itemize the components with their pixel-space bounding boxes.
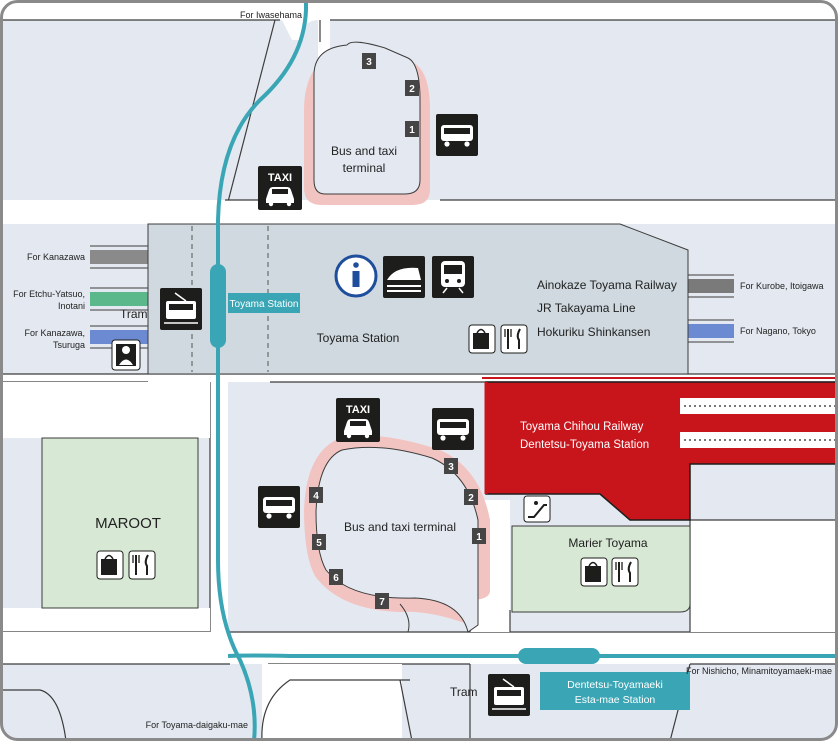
station-name: Toyama Station xyxy=(317,331,400,345)
maroot-building[interactable] xyxy=(41,437,199,609)
tram-stop-label: Toyama Station xyxy=(230,299,299,310)
south-terminal-island[interactable] xyxy=(315,446,479,633)
north-bus-icon[interactable] xyxy=(436,114,478,156)
marier-name: Marier Toyama xyxy=(568,536,647,550)
maroot-name: MAROOT xyxy=(95,515,161,532)
tram-line-branch xyxy=(227,653,838,658)
south-bus-icon[interactable] xyxy=(432,408,474,450)
north-bay-1 xyxy=(405,121,419,137)
south-bay-1-label: 1 xyxy=(476,532,482,543)
escalator-icon[interactable] xyxy=(523,495,551,523)
south-bay-6-label: 6 xyxy=(333,573,339,584)
marier-shop-icon[interactable] xyxy=(580,557,608,587)
south-taxi-text: TAXI xyxy=(346,404,370,416)
north-taxi-text: TAXI xyxy=(268,172,292,184)
tram-stop-label-box xyxy=(228,293,300,313)
south-bays: 1 2 3 4 5 6 7 xyxy=(309,458,486,609)
shinkansen-icon[interactable] xyxy=(383,256,425,298)
station-line-3: Hokuriku Shinkansen xyxy=(537,325,650,339)
north-bay-3 xyxy=(362,53,376,69)
station-line-1: Ainokaze Toyama Railway xyxy=(537,278,677,292)
station-building[interactable] xyxy=(147,223,689,375)
tram-line xyxy=(216,0,308,741)
dir-nagano: For Nagano, Tokyo xyxy=(740,326,816,336)
dir-kurobe: For Kurobe, Itoigawa xyxy=(740,281,824,291)
esta-tram-icon[interactable] xyxy=(488,674,530,716)
dir-etchu-1: For Etchu-Yatsuo, xyxy=(13,289,85,299)
dir-tsuruga-2: Tsuruga xyxy=(53,340,85,350)
dir-nishicho: For Nishicho, Minamitoyamaeki-mae xyxy=(686,666,832,676)
south-bay-4-label: 4 xyxy=(313,491,319,502)
rail-right xyxy=(688,274,734,343)
dir-daigaku: For Toyama-daigaku-mae xyxy=(146,720,248,730)
north-bay-3-label: 3 xyxy=(366,57,372,68)
tram-platform-esta xyxy=(518,648,600,664)
north-terminal-island[interactable] xyxy=(313,41,421,195)
rail-left xyxy=(90,245,148,349)
esta-label-box xyxy=(540,672,690,710)
south-bay-5-label: 5 xyxy=(316,538,322,549)
south-bay-3-label: 3 xyxy=(448,462,454,473)
south-bay-3 xyxy=(444,458,458,474)
south-taxi-icon[interactable]: TAXI xyxy=(336,398,380,442)
dir-kanazawa: For Kanazawa xyxy=(27,252,85,262)
south-bay-7 xyxy=(375,593,389,609)
chihou-tracks xyxy=(680,398,838,448)
north-bay-2-label: 2 xyxy=(409,84,415,95)
dir-etchu-2: Inotani xyxy=(58,301,85,311)
north-bay-1-label: 1 xyxy=(409,125,415,136)
north-taxi-icon[interactable]: TAXI xyxy=(258,166,302,210)
esta-line2: Esta-mae Station xyxy=(575,694,656,706)
south-bay-7-label: 7 xyxy=(379,597,385,608)
staff-icon[interactable] xyxy=(111,339,141,371)
south-bay-4 xyxy=(309,487,323,503)
north-terminal-label-line2: terminal xyxy=(343,161,386,175)
tram-platform-station xyxy=(210,264,226,348)
north-terminal-label-line1: Bus and taxi xyxy=(331,144,397,158)
north-bay-2 xyxy=(405,80,419,96)
maroot-restaurant-icon[interactable] xyxy=(128,550,156,580)
south-terminal-label: Bus and taxi terminal xyxy=(344,520,456,534)
tram-label-esta: Tram xyxy=(450,685,478,699)
station-restaurant-icon[interactable] xyxy=(500,324,528,354)
info-icon[interactable] xyxy=(334,254,378,298)
south-bay-2-label: 2 xyxy=(468,493,474,504)
south-bay-2 xyxy=(464,489,478,505)
south-bay-5 xyxy=(312,534,326,550)
chihou-line1: Toyama Chihou Railway xyxy=(520,421,644,433)
south-bay-6 xyxy=(329,569,343,585)
north-bays: 3 2 1 xyxy=(362,53,419,137)
west-bus-icon[interactable] xyxy=(258,486,300,528)
chihou-line2: Dentetsu-Toyama Station xyxy=(520,439,649,451)
station-shop-icon[interactable] xyxy=(468,324,496,354)
marier-restaurant-icon[interactable] xyxy=(611,557,639,587)
tram-label-station: Tram xyxy=(120,307,148,321)
dir-tsuruga-1: For Kanazawa, xyxy=(24,328,85,338)
esta-line1: Dentetsu-Toyamaeki xyxy=(567,679,663,691)
maroot-shop-icon[interactable] xyxy=(96,550,124,580)
south-bay-1 xyxy=(472,528,486,544)
chihou-station[interactable] xyxy=(485,381,838,521)
station-tram-icon[interactable] xyxy=(160,288,202,330)
train-icon[interactable] xyxy=(432,256,474,298)
station-line-2: JR Takayama Line xyxy=(537,301,636,315)
dir-north: For Iwasehama xyxy=(240,10,302,20)
